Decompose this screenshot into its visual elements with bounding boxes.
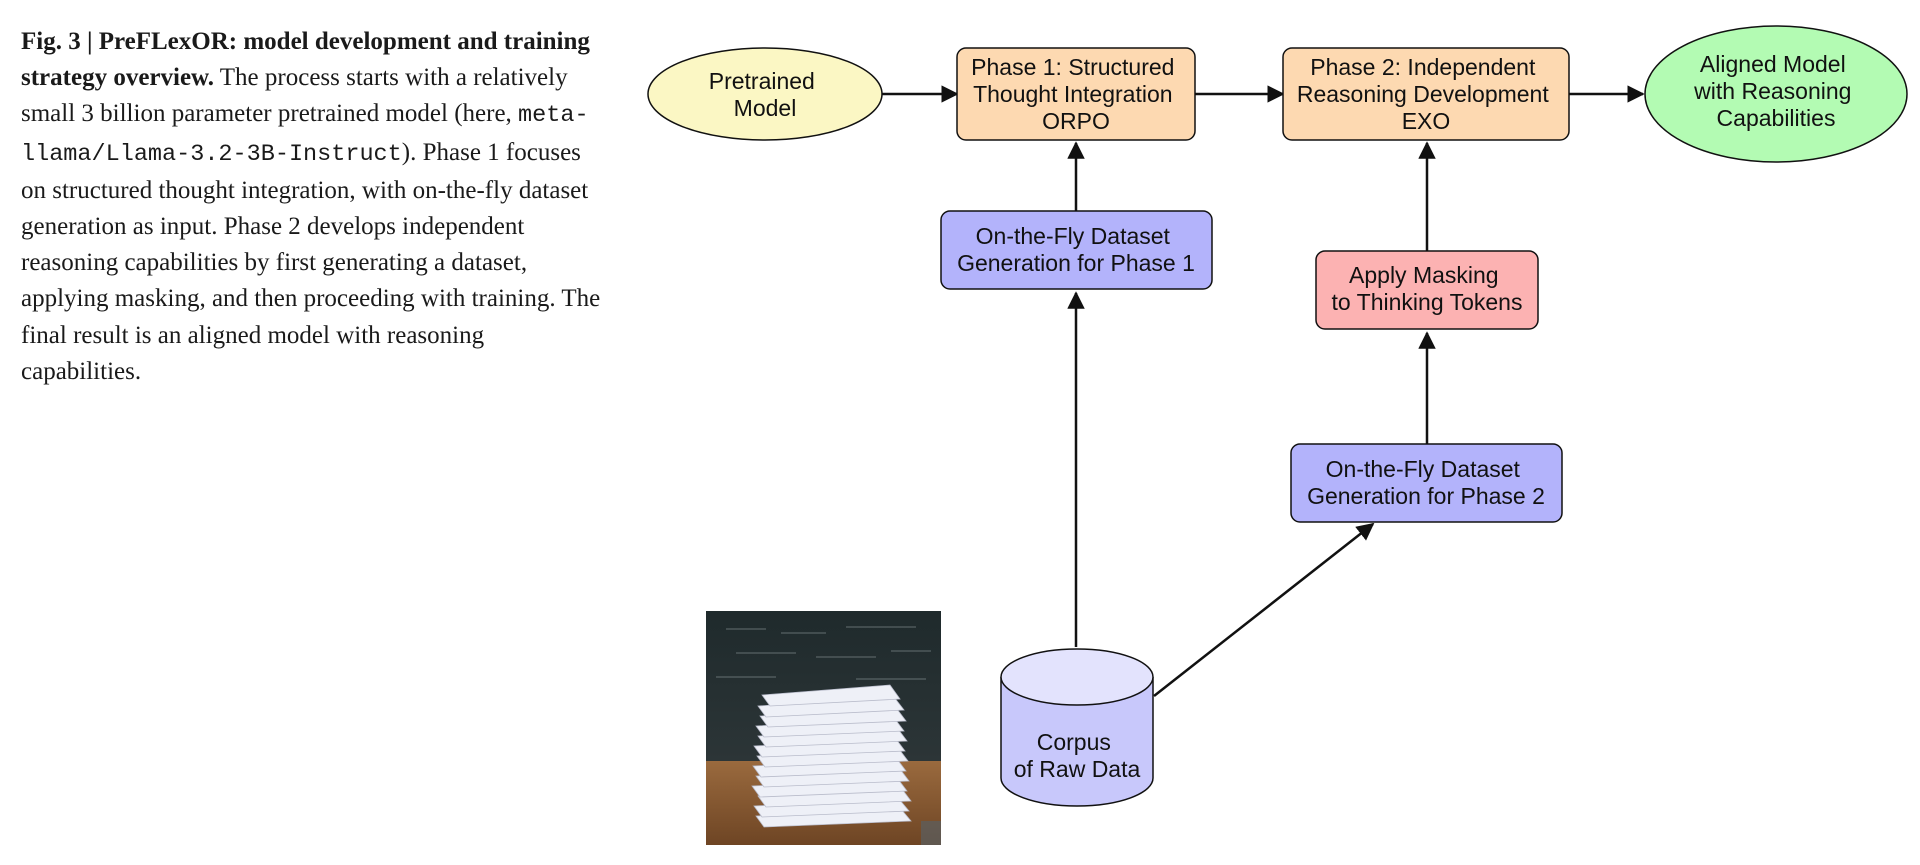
edge-corpus-to-dataset2 (1153, 522, 1375, 697)
svg-text:Apply Masking to Thinkin: Apply Masking to Thinking Tokens (1332, 262, 1523, 315)
svg-text:Phase 1: Structured Thou: Phase 1: Structured Thought Integration … (971, 54, 1181, 134)
corpus-cylinder-body (1000, 677, 1154, 807)
phase2-shape (1282, 47, 1570, 141)
corpus-cylinder-top (1000, 648, 1154, 706)
caption-text-1: The process starts with a relatively sma… (21, 64, 568, 128)
svg-text:Phase 2: Independent Rea: Phase 2: Independent Reasoning Developme… (1297, 54, 1555, 134)
aligned-model-label-line-2: with Reasoning (1693, 78, 1851, 104)
phase1-label-line-3: ORPO (1042, 108, 1110, 134)
phase1-label-line-1: Phase 1: Structured (971, 54, 1174, 80)
node-pretrained-model: Pretrained Model (647, 47, 883, 141)
pretrained-model-label-line-1: Pretrained (709, 68, 815, 94)
node-aligned-model: Aligned Model with Reasoning Capabilitie… (1644, 25, 1908, 163)
edges (882, 85, 1645, 697)
paper-stack-photo (706, 611, 941, 845)
node-dataset-phase2: On-the-Fly Dataset Generation for Phase … (1290, 443, 1563, 523)
svg-text:On-the-Fly Dataset Gener: On-the-Fly Dataset Generation for Phase … (957, 223, 1195, 276)
corpus-label-line-1: Corpus (1037, 729, 1111, 755)
apply-masking-shape (1315, 250, 1539, 330)
figure-caption: Fig. 3 | PreFLexOR: model development an… (21, 24, 606, 390)
phase2-label-line-1: Phase 2: Independent (1310, 54, 1536, 80)
dataset-phase2-shape (1290, 443, 1563, 523)
corpus-label-line-2: of Raw Data (1014, 756, 1141, 782)
node-apply-masking: Apply Masking to Thinking Tokens (1315, 250, 1539, 330)
aligned-model-label-line-3: Capabilities (1717, 105, 1836, 131)
svg-text:Aligned Model with Reaso: Aligned Model with Reasoning Capabilitie… (1693, 51, 1858, 131)
apply-masking-label-line-1: Apply Masking (1349, 262, 1499, 288)
svg-text:Corpus of Raw Data: Corpus of Raw Data (1014, 729, 1141, 782)
caption-model-code: meta-llama/Llama-3.2-3B-Instruct (21, 102, 589, 168)
svg-text:On-the-Fly Dataset Gener: On-the-Fly Dataset Generation for Phase … (1307, 456, 1545, 509)
dataset-phase2-label-line-2: Generation for Phase 2 (1307, 483, 1545, 509)
aligned-model-label-line-1: Aligned Model (1700, 51, 1846, 77)
phase1-label-line-2: Thought Integration (973, 81, 1172, 107)
node-dataset-phase1: On-the-Fly Dataset Generation for Phase … (940, 210, 1213, 290)
aligned-model-shape (1644, 25, 1908, 163)
phase2-label-line-2: Reasoning Development (1297, 81, 1549, 107)
pretrained-model-label-line-2: Model (734, 95, 797, 121)
pretrained-model-shape (647, 47, 883, 141)
caption-text-2: ). Phase 1 focuses on structured thought… (21, 138, 601, 385)
node-corpus: Corpus of Raw Data (1000, 648, 1154, 807)
phase2-label-line-3: EXO (1402, 108, 1451, 134)
node-phase1: Phase 1: Structured Thought Integration … (956, 47, 1196, 141)
svg-text:Pretrained Model: Pretrained Model (709, 68, 822, 121)
dataset-phase1-label-line-1: On-the-Fly Dataset (976, 223, 1171, 249)
apply-masking-label-line-2: to Thinking Tokens (1332, 289, 1523, 315)
caption-title: Fig. 3 | PreFLexOR: model development an… (21, 28, 590, 92)
node-phase2: Phase 2: Independent Reasoning Developme… (1282, 47, 1570, 141)
dataset-phase1-shape (940, 210, 1213, 290)
phase1-shape (956, 47, 1196, 141)
dataset-phase2-label-line-1: On-the-Fly Dataset (1326, 456, 1521, 482)
paper-stack-image (706, 611, 941, 845)
dataset-phase1-label-line-2: Generation for Phase 1 (957, 250, 1195, 276)
